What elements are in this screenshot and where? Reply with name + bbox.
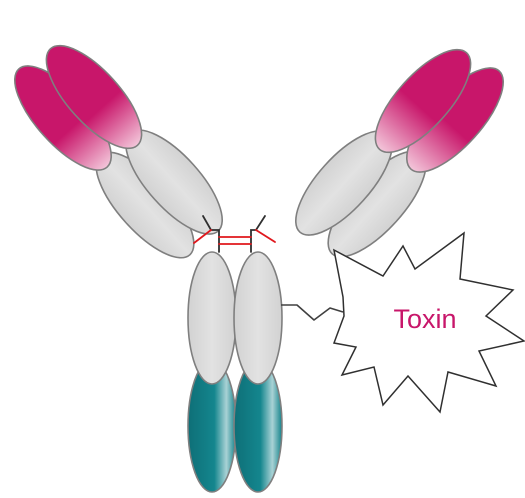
right-fab-arm [281, 35, 519, 271]
fc-region [188, 252, 282, 492]
hinge-region [194, 216, 275, 252]
right-light-heavy-disulfide [256, 230, 275, 242]
toxin-label: Toxin [393, 304, 456, 334]
toxin-payload: Toxin [334, 233, 524, 412]
drug-linker [281, 305, 343, 320]
left-ch2-domain [188, 252, 236, 384]
right-ch2-domain [234, 252, 282, 384]
